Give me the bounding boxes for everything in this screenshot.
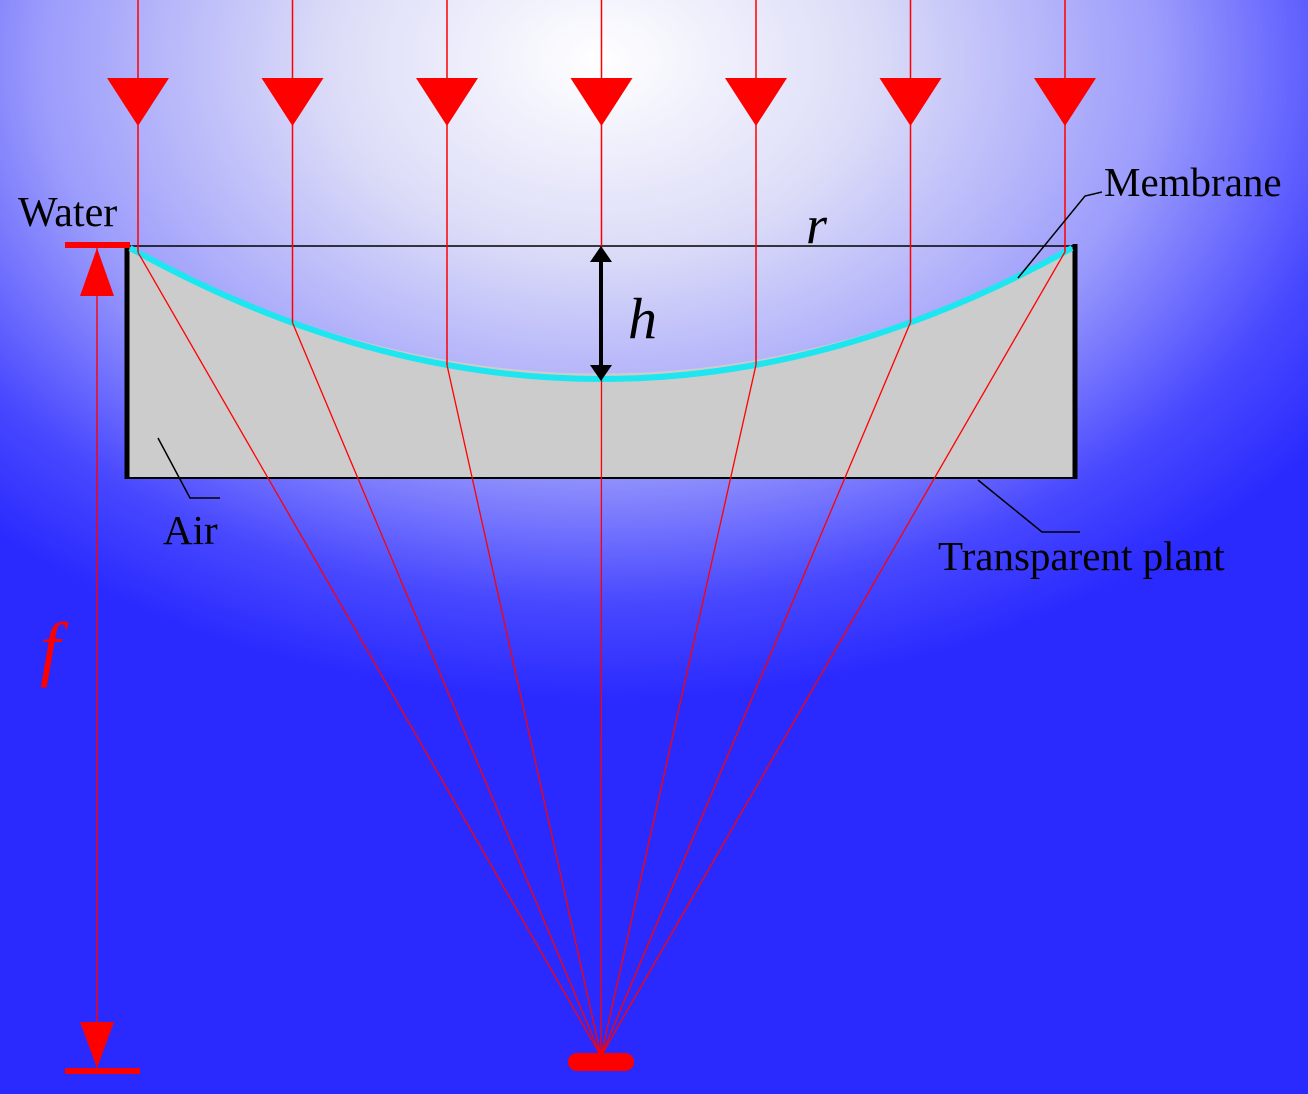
air-chamber-fill <box>127 247 1075 478</box>
ray-arrow-head <box>107 78 169 126</box>
depth-arrow-head-bottom <box>590 365 612 381</box>
ray-arrow-head <box>1034 78 1096 126</box>
ray-arrow-head <box>570 78 633 126</box>
refracted-ray <box>600 251 1066 1057</box>
water-label: Water <box>18 190 118 236</box>
refracted-ray <box>291 322 602 1057</box>
refracted-ray <box>600 364 757 1057</box>
focal-arrow-head-bottom <box>80 1022 114 1068</box>
refracted-ray <box>600 378 603 1057</box>
refracted-ray <box>446 364 602 1057</box>
depth-arrow-head-top <box>590 246 612 262</box>
focal-arrow-head-top <box>80 248 114 296</box>
ray-arrow-head <box>879 78 942 126</box>
ray-arrow-head <box>725 78 787 126</box>
depth-symbol: h <box>628 286 657 351</box>
refracted-ray <box>137 252 602 1057</box>
transparent-plant-label: Transparent plant <box>938 533 1225 579</box>
plant-leader-line <box>977 479 1080 533</box>
ray-arrow-head <box>261 78 324 126</box>
ray-arrow-head <box>416 78 478 126</box>
refracted-ray <box>600 322 912 1057</box>
membrane-label: Membrane <box>1104 159 1282 205</box>
focal-spot <box>568 1053 634 1071</box>
air-label: Air <box>163 507 218 553</box>
focal-length-symbol: f <box>40 608 61 688</box>
ray-group <box>107 0 1096 1057</box>
air-leader-line <box>157 437 220 499</box>
radius-symbol: r <box>806 195 828 255</box>
membrane-leader-line <box>1017 191 1103 279</box>
